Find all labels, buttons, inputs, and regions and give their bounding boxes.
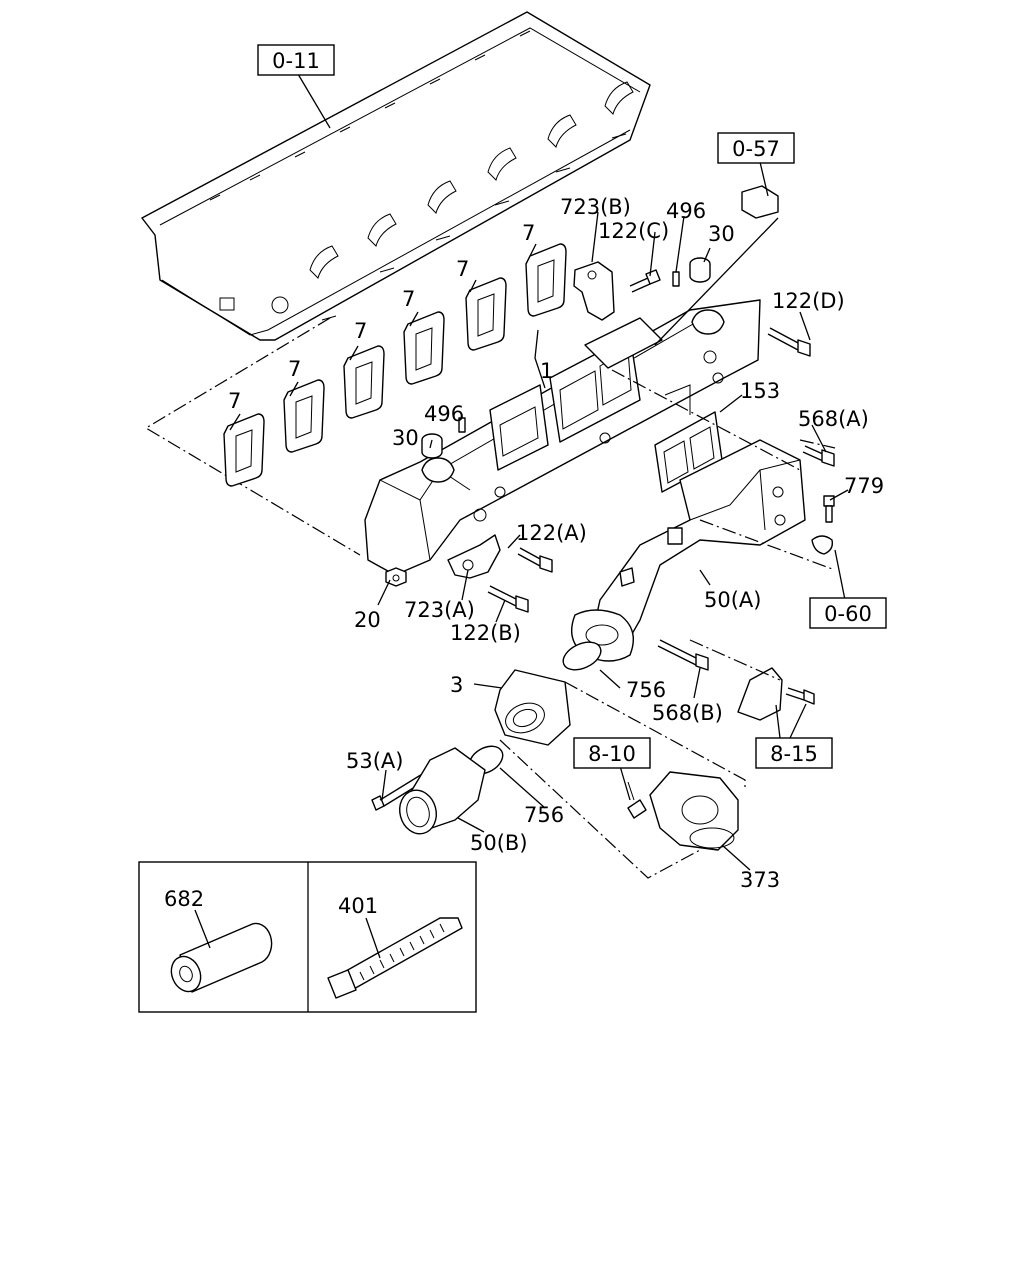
callout-thermostat-373: 373: [740, 868, 780, 892]
callout-bolt-568b: 568(B): [652, 701, 723, 725]
pin-right: [672, 271, 680, 287]
egr-sensor-part: [741, 185, 779, 219]
callout-pipe-50a: 50(A): [704, 588, 761, 612]
leader-lines: [229, 73, 849, 879]
callout-gasket-2: 7: [288, 357, 301, 381]
callout-bracket-723a: 723(A): [404, 598, 475, 622]
callout-bolt-122c: 122(C): [598, 219, 669, 243]
exhaust-manifold: [364, 299, 761, 576]
callout-bolt-122a: 122(A): [516, 521, 587, 545]
sleeve-682: [170, 922, 273, 993]
ref-box-8-10: 8-10: [573, 737, 651, 769]
cylinder-head: [141, 11, 651, 341]
sensor-779: [811, 495, 835, 555]
callout-housing-3: 3: [450, 673, 463, 697]
callout-bolt-122b: 122(B): [450, 621, 521, 645]
callout-pin-left: 496: [424, 402, 464, 426]
svg-text:0-11: 0-11: [272, 49, 320, 73]
svg-text:0-60: 0-60: [824, 602, 872, 626]
bracket-8-15-part: [737, 667, 815, 721]
svg-text:0-57: 0-57: [732, 137, 780, 161]
inset-box: 682 401: [138, 861, 477, 1013]
callout-cap-left: 30: [392, 426, 419, 450]
ref-box-0-11: 0-11: [257, 44, 335, 76]
cap-right: [689, 257, 711, 283]
clip-8-10-part: [627, 781, 647, 819]
callout-pipe-50b: 50(B): [470, 831, 528, 855]
housing-3: [494, 669, 571, 746]
callout-cap-right: 30: [708, 222, 735, 246]
bolt-568b: [657, 639, 709, 671]
callout-gasket-3: 7: [354, 319, 367, 343]
ref-box-0-60: 0-60: [809, 597, 887, 629]
oring-upper: [562, 641, 602, 671]
callout-oring-lower: 756: [524, 803, 564, 827]
bolt-122d: [767, 327, 811, 357]
callout-gasket-5: 7: [456, 257, 469, 281]
bolt-122a: [517, 547, 553, 573]
callout-bracket-723b: 723(B): [560, 195, 631, 219]
callout-sensor-779: 779: [844, 474, 884, 498]
bolt-122c: [629, 269, 661, 293]
callout-gasket-6: 7: [522, 221, 535, 245]
svg-text:8-10: 8-10: [588, 742, 636, 766]
callout-bolt-568a: 568(A): [798, 407, 869, 431]
thermostat-373: [649, 771, 739, 851]
callout-bolt-53a: 53(A): [346, 749, 403, 773]
inset-label-682: 682: [164, 887, 204, 911]
bolt-568a: [802, 445, 835, 467]
cap-left: [421, 433, 443, 459]
callout-bolt-122d: 122(D): [772, 289, 845, 313]
callout-oring-upper: 756: [626, 678, 666, 702]
callout-manifold: 1: [540, 359, 553, 383]
inset-label-401: 401: [338, 894, 378, 918]
nut-20: [385, 567, 407, 587]
ref-box-8-15: 8-15: [755, 737, 833, 769]
callout-gasket-4: 7: [402, 287, 415, 311]
bolt-122b: [487, 585, 529, 613]
svg-text:8-15: 8-15: [770, 742, 818, 766]
callout-pin-right: 496: [666, 199, 706, 223]
gasket-set: [223, 243, 567, 487]
pipe-50b: [399, 747, 486, 835]
callout-labels: 7 7 7 7 7 7 1 30 496 30 496 723(B) 122(C…: [228, 195, 884, 892]
bracket-723a: [447, 534, 501, 579]
callout-gasket-153: 153: [740, 379, 780, 403]
ref-box-0-57: 0-57: [717, 132, 795, 164]
callout-nut-20: 20: [354, 608, 381, 632]
bracket-723b: [573, 261, 615, 321]
cable-tie-401: [327, 917, 463, 999]
callout-gasket-1: 7: [228, 389, 241, 413]
